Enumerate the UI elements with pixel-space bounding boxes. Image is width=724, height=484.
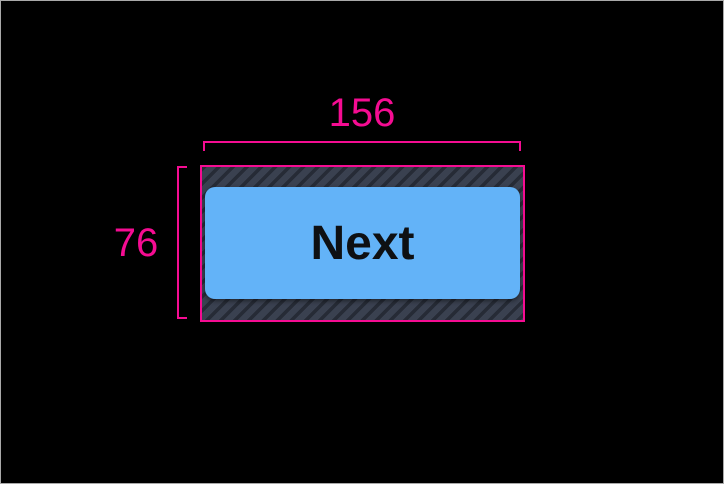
height-measurement-bracket <box>177 166 187 319</box>
width-measurement-bracket <box>203 141 521 151</box>
width-measurement-label: 156 <box>328 91 396 135</box>
next-button[interactable]: Next <box>205 187 520 299</box>
height-measurement-label: 76 <box>113 220 159 265</box>
next-button-label: Next <box>310 216 415 270</box>
selected-widget-outline: Next <box>200 165 525 322</box>
height-measurement-label-wrap: 76 <box>101 166 171 319</box>
